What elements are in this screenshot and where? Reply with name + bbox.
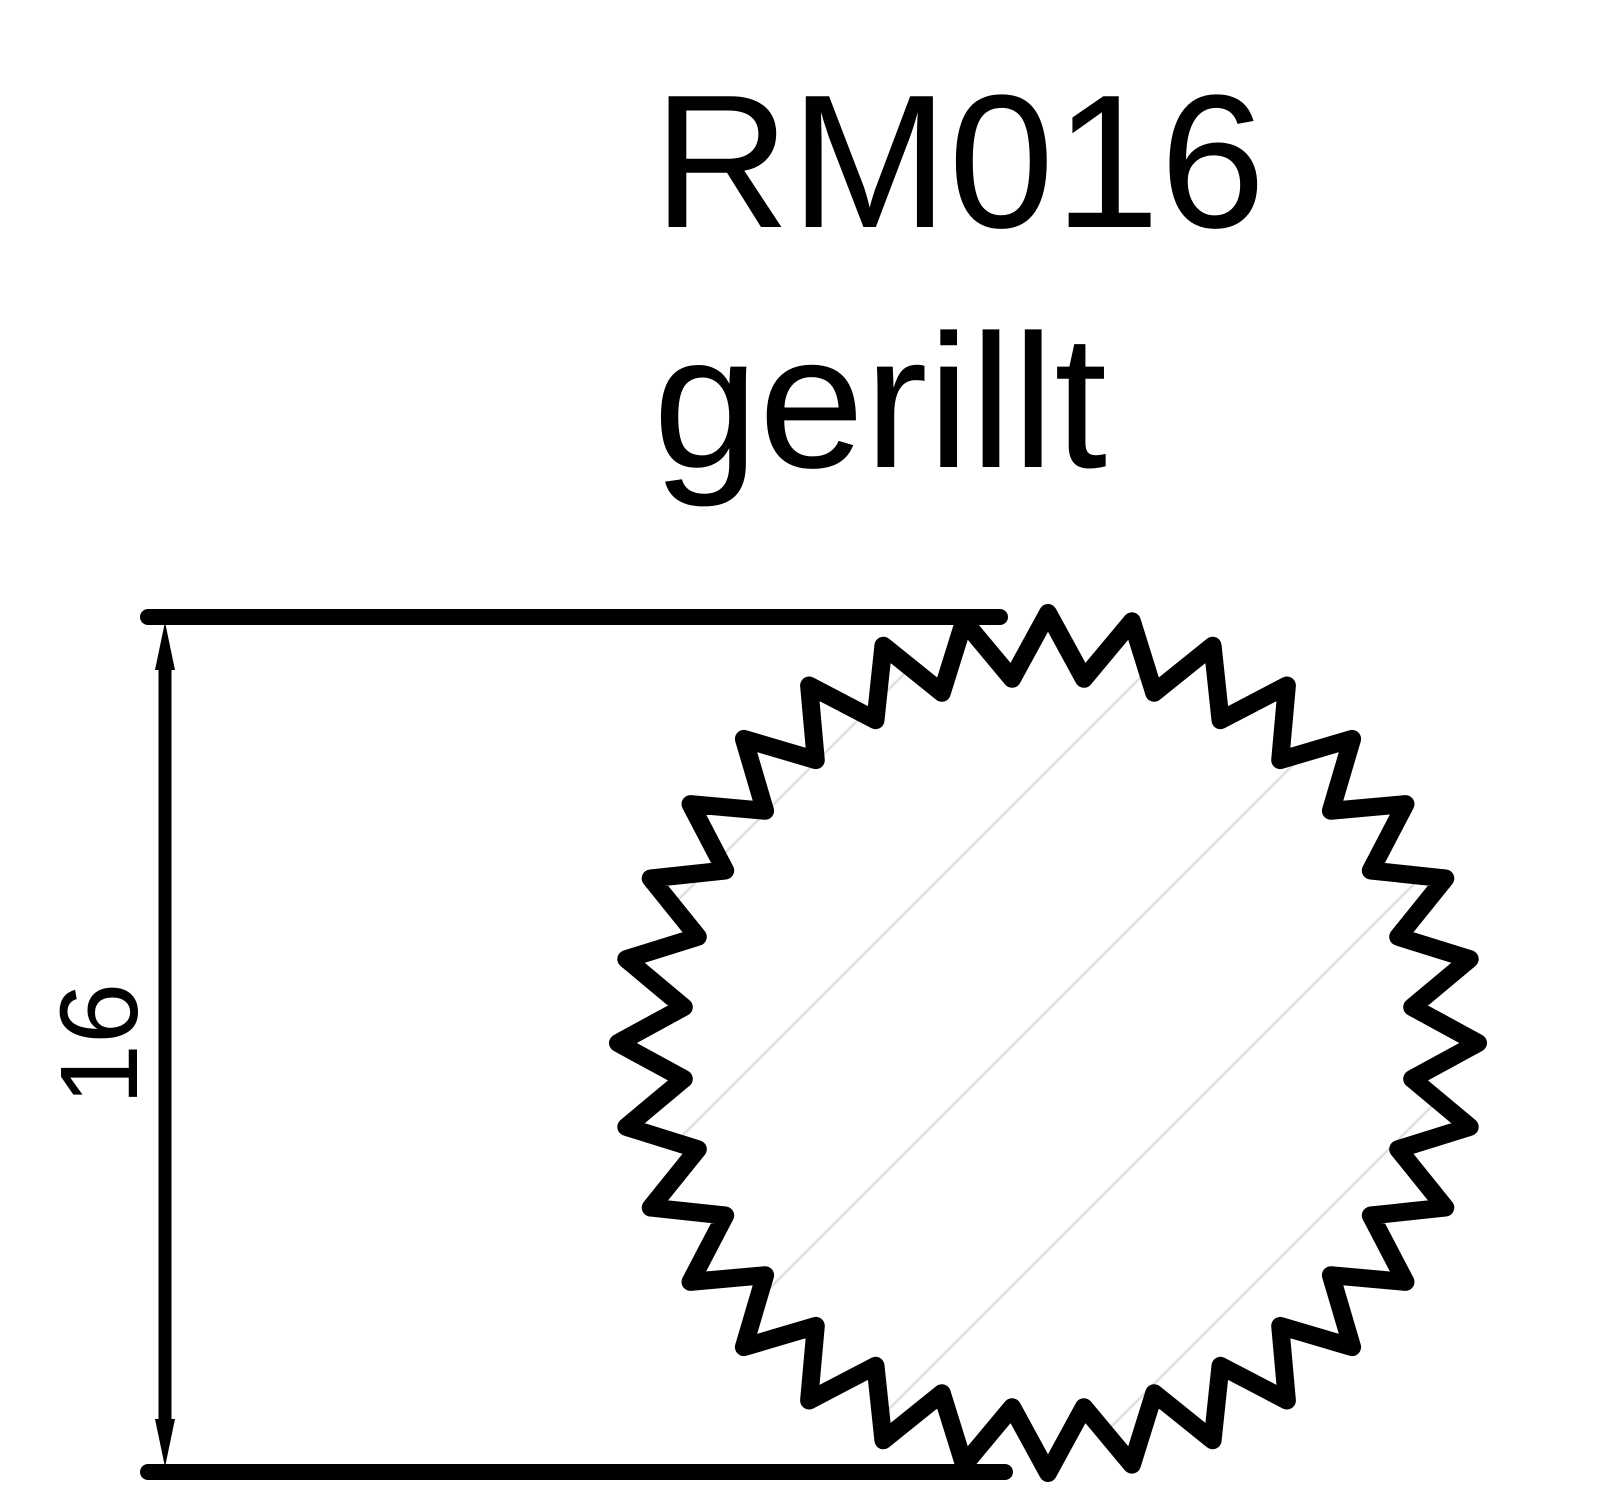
groove-hatch-line [987, 613, 1478, 1473]
drawing-subtitle: gerillt [653, 296, 1107, 508]
drawing-title: RM016 [653, 56, 1266, 268]
dimension-value-label: 16 [38, 983, 161, 1105]
groove-hatch-line [747, 613, 1478, 1473]
dimension-arrow-up [155, 622, 175, 670]
knurled-circle-profile [609, 604, 1487, 1482]
groove-hatch-line [618, 613, 1279, 1473]
dimension-arrow-down [155, 1419, 175, 1467]
